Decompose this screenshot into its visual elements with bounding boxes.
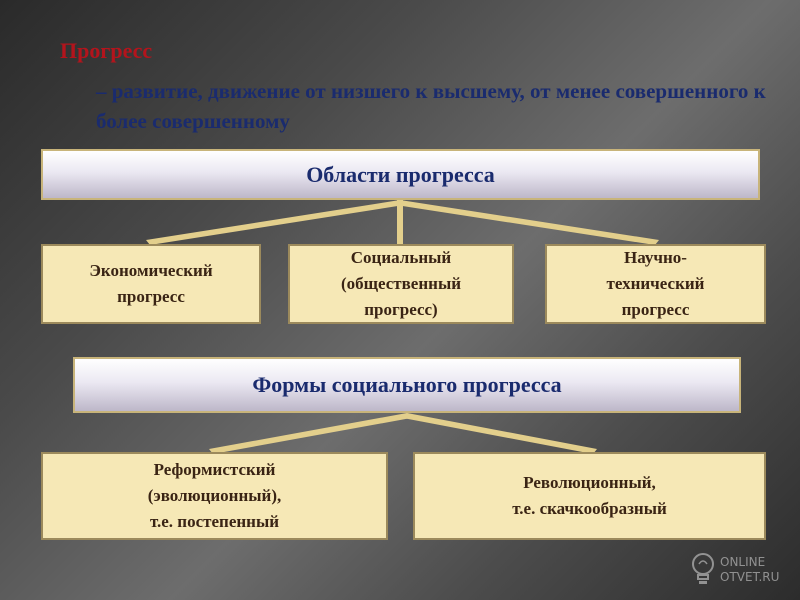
watermark: ONLINE OTVET.RU	[690, 548, 794, 592]
connector-stem-areas	[397, 200, 403, 244]
area-social-box: Социальный (общественный прогресс)	[288, 244, 514, 324]
watermark-line2: OTVET.RU	[720, 570, 780, 584]
area-economic-box: Экономический прогресс	[41, 244, 261, 324]
lightbulb-icon	[692, 553, 714, 584]
areas-title-bar: Области прогресса	[41, 149, 760, 200]
area-scientific-box: Научно- технический прогресс	[545, 244, 766, 324]
form-revolutionary-box: Революционный, т.е. скачкообразный	[413, 452, 766, 540]
definition-text: – развитие, движение от низшего к высшем…	[96, 79, 766, 133]
term-heading: Прогресс	[60, 38, 153, 63]
connector-areas-left	[146, 200, 404, 245]
connector-forms-right	[403, 413, 597, 454]
connector-areas-right	[396, 200, 659, 245]
watermark-line1: ONLINE	[720, 555, 766, 569]
form-reformist-box: Реформистский (эволюционный), т.е. посте…	[41, 452, 388, 540]
forms-title-bar: Формы социального прогресса	[73, 357, 741, 413]
connector-forms-left	[209, 413, 411, 454]
